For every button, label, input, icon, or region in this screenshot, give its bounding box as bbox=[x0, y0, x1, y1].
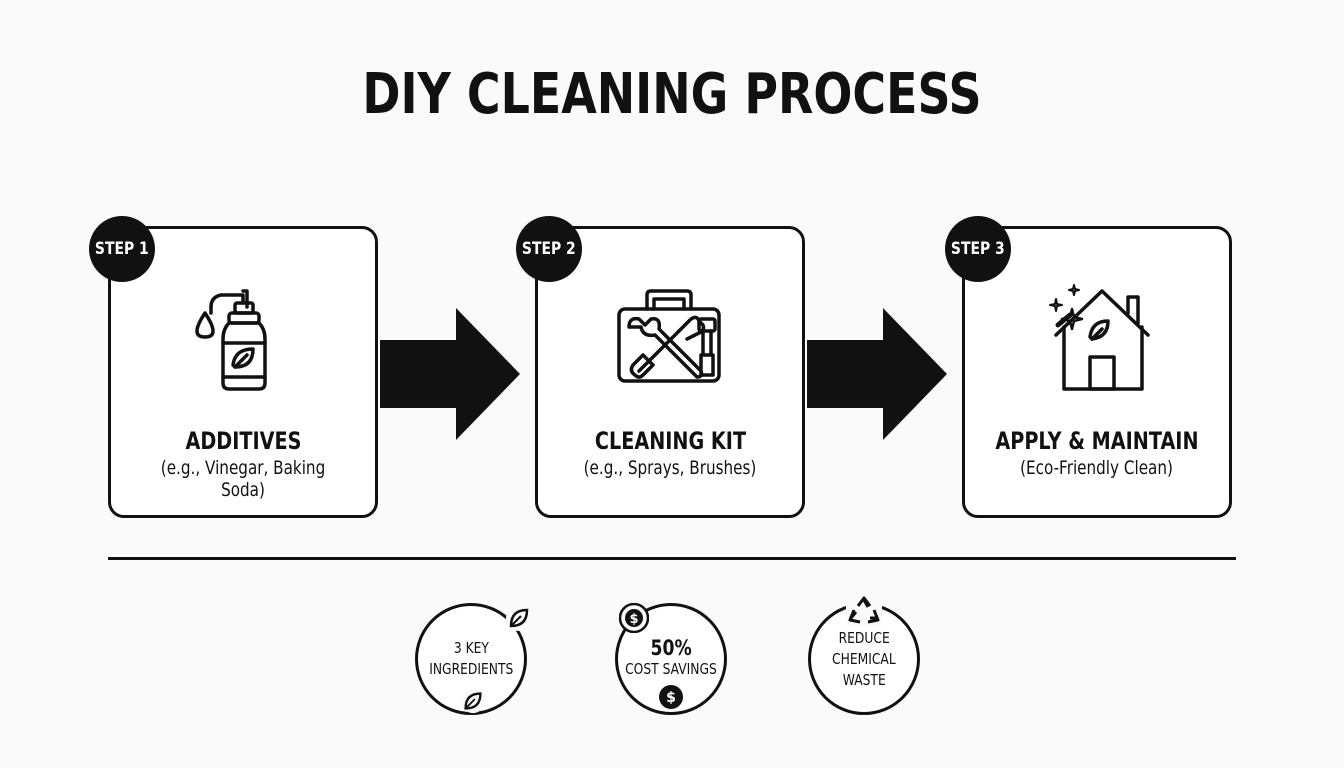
stat-highlight: 50% bbox=[650, 636, 692, 660]
spray-bottle-icon bbox=[111, 279, 375, 399]
stat-line: COST SAVINGS bbox=[625, 660, 717, 678]
stat-line: REDUCE bbox=[838, 628, 890, 647]
stat-line: 3 KEY bbox=[453, 639, 489, 657]
dollar-coin-icon: $ bbox=[659, 685, 683, 709]
arrow-right-icon bbox=[807, 308, 947, 440]
dollar-coin-icon: $ bbox=[619, 603, 649, 633]
stat-line: CHEMICAL bbox=[832, 649, 896, 668]
step-title: ADDITIVES bbox=[185, 427, 301, 455]
step-card-3: APPLY & MAINTAIN (Eco-Friendly Clean) bbox=[962, 226, 1232, 518]
step-badge-2: STEP 2 bbox=[516, 216, 582, 282]
svg-text:$: $ bbox=[666, 690, 676, 706]
step-title: CLEANING KIT bbox=[594, 427, 746, 455]
step-subtitle: (e.g., Sprays, Brushes) bbox=[583, 457, 757, 479]
step-badge-1: STEP 1 bbox=[89, 216, 155, 282]
step-subtitle: (Eco-Friendly Clean) bbox=[1020, 457, 1174, 479]
step-card-2: CLEANING KIT (e.g., Sprays, Brushes) bbox=[535, 226, 805, 518]
svg-text:$: $ bbox=[629, 612, 638, 627]
step-subtitle: (e.g., Vinegar, Baking Soda) bbox=[160, 457, 326, 501]
leaf-icon bbox=[506, 605, 532, 631]
toolbox-icon bbox=[538, 279, 802, 399]
leaf-icon bbox=[460, 688, 486, 714]
stat-line: INGREDIENTS bbox=[428, 660, 514, 678]
step-title: APPLY & MAINTAIN bbox=[995, 427, 1199, 455]
step-card-1: ADDITIVES (e.g., Vinegar, Baking Soda) bbox=[108, 226, 378, 518]
page-title: DIY CLEANING PROCESS bbox=[362, 62, 982, 127]
stat-line: WASTE bbox=[842, 670, 886, 689]
divider bbox=[108, 557, 1236, 560]
house-sparkle-icon bbox=[965, 279, 1229, 399]
step-badge-3: STEP 3 bbox=[945, 216, 1011, 282]
arrow-right-icon bbox=[380, 308, 520, 440]
recycle-icon bbox=[846, 596, 882, 626]
